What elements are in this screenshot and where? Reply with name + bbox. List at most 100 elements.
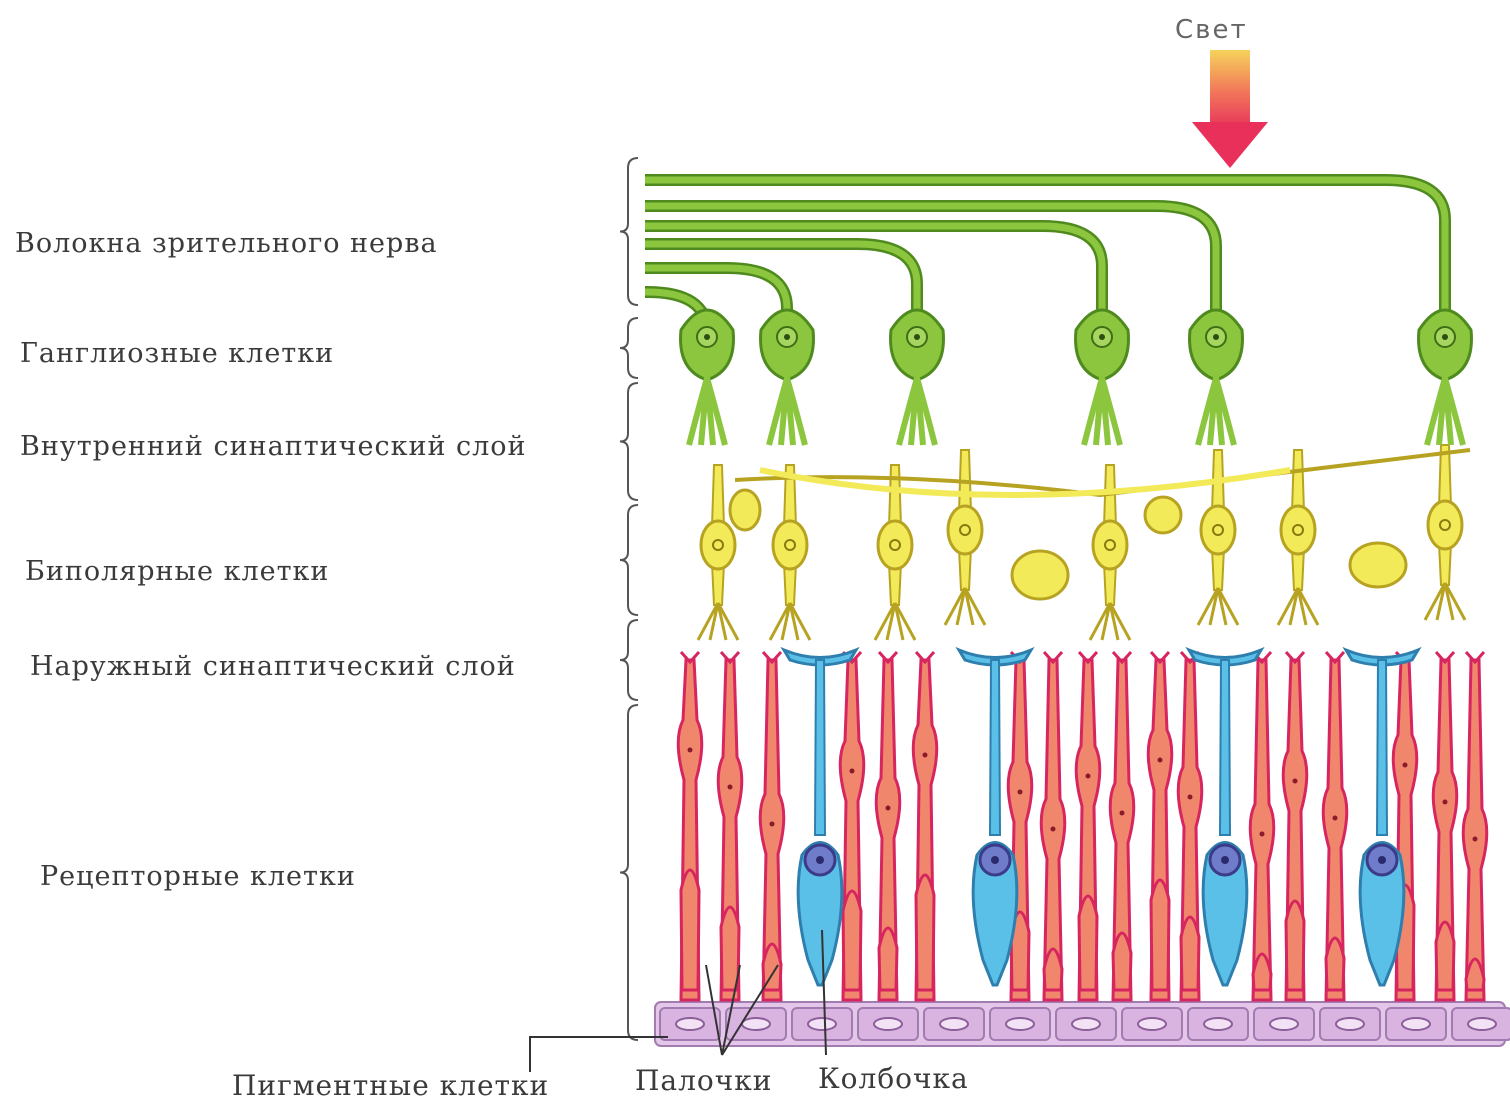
rod-outer-segment (721, 907, 739, 990)
bipolar-cell (945, 450, 985, 625)
bracket-receptor (620, 705, 638, 1040)
rod-cell (760, 652, 784, 1000)
rod-cell (1148, 652, 1172, 1000)
rod-cell (876, 652, 900, 1000)
pigment-cell (1452, 1008, 1510, 1040)
bipolar-soma (1093, 521, 1127, 569)
cone-nucleolus (991, 856, 999, 864)
layer-label-receptor: Рецепторные клетки (40, 861, 356, 892)
rod-terminal (916, 652, 934, 662)
ganglion-nucleolus (1099, 334, 1105, 340)
amacrine-process (735, 450, 1470, 495)
rod-cell (1323, 652, 1347, 1000)
rod-terminal (1466, 652, 1484, 662)
rod-outer-segment (1436, 922, 1454, 990)
rod-outer-segment (681, 870, 699, 990)
bipolar-soma (948, 506, 982, 554)
bipolar-soma (1281, 506, 1315, 554)
rod-cell (1250, 652, 1274, 1000)
bracket-outer-synaptic (620, 620, 638, 700)
rod-cell (1178, 652, 1202, 1000)
bipolar-soma (701, 521, 735, 569)
pigment-cell-nucleus (1138, 1018, 1166, 1030)
pigment-cell (924, 1008, 984, 1040)
rod-nucleus (1293, 779, 1298, 784)
cone-axon (1220, 660, 1230, 835)
rod-terminal (1113, 652, 1131, 662)
cone-label: Колбочка (818, 1062, 969, 1095)
pigment-cell (1188, 1008, 1248, 1040)
light-label: Свет (1175, 15, 1248, 45)
amacrine-cell (1145, 497, 1181, 533)
layer-label-ganglion: Ганглиозные клетки (20, 338, 334, 369)
cone-nucleolus (816, 856, 824, 864)
pigment-cell-nucleus (1204, 1018, 1232, 1030)
rod-outer-segment (1044, 949, 1062, 990)
bipolar-soma (773, 521, 807, 569)
rod-nucleus (770, 822, 775, 827)
layer-label-optic-fibers: Волокна зрительного нерва (15, 228, 438, 259)
rod-cell (1283, 652, 1307, 1000)
bipolar-cell-layer (698, 445, 1470, 640)
rods-label: Палочки (635, 1064, 772, 1097)
pigment-cell-nucleus (1336, 1018, 1364, 1030)
rod-terminal (1326, 652, 1344, 662)
rod-terminal (1151, 652, 1169, 662)
rod-cell (913, 652, 937, 1000)
ganglion-nucleolus (704, 334, 710, 340)
pigment-cell-nucleus (1072, 1018, 1100, 1030)
horizontal-cell (1012, 551, 1068, 599)
pigment-cell (990, 1008, 1050, 1040)
rod-nucleus (1086, 774, 1091, 779)
rod-nucleus (728, 785, 733, 790)
rod-terminal (1044, 652, 1062, 662)
bipolar-dendrite-top (1292, 450, 1304, 512)
pigment-cell-nucleus (1468, 1018, 1496, 1030)
ganglion-nucleolus (784, 334, 790, 340)
bipolar-cell (1278, 450, 1318, 625)
rod-nucleus (1333, 816, 1338, 821)
rod-cell (1076, 652, 1100, 1000)
rod-cell (1433, 652, 1457, 1000)
rod-nucleus (1120, 811, 1125, 816)
rod-body (1463, 660, 1487, 1000)
layer-label-outer-synaptic: Наружный синаптический слой (30, 651, 516, 682)
rod-outer-segment (1151, 880, 1169, 990)
rod-terminal (1286, 652, 1304, 662)
rod-terminal (1436, 652, 1454, 662)
rod-cell (1041, 652, 1065, 1000)
layer-label-inner-synaptic: Внутренний синаптический слой (20, 431, 527, 462)
rod-nucleus (1473, 837, 1478, 842)
rod-terminal (721, 652, 739, 662)
bipolar-soma (878, 521, 912, 569)
rod-nucleus (1188, 795, 1193, 800)
pigment-cell-nucleus (808, 1018, 836, 1030)
bipolar-dendrite-top (712, 465, 724, 527)
rod-outer-segment (916, 875, 934, 990)
layer-brackets (620, 158, 638, 1040)
bipolar-cell (1425, 445, 1465, 620)
amacrine-cell (730, 490, 760, 530)
rod-cell (1008, 652, 1032, 1000)
cone-axon (815, 660, 825, 835)
horizontal-process (760, 470, 1290, 495)
bracket-inner-synaptic (620, 383, 638, 500)
bracket-bipolar (620, 505, 638, 615)
rod-nucleus (1260, 832, 1265, 837)
bipolar-soma (1428, 501, 1462, 549)
rod-outer-segment (1113, 933, 1131, 990)
rod-outer-segment (1326, 938, 1344, 990)
rod-outer-segment (1286, 901, 1304, 990)
pigment-cell (1056, 1008, 1116, 1040)
cone-axon (1377, 660, 1387, 835)
pigment-cell-nucleus (676, 1018, 704, 1030)
pigment-cell-nucleus (1270, 1018, 1298, 1030)
rod-cell (678, 652, 702, 1000)
rod-terminal (763, 652, 781, 662)
pigment-cell-nucleus (940, 1018, 968, 1030)
rod-nucleus (886, 806, 891, 811)
ganglion-nucleolus (1442, 334, 1448, 340)
rod-nucleus (1403, 763, 1408, 768)
pigment-cell-nucleus (1006, 1018, 1034, 1030)
bipolar-cell (698, 465, 738, 640)
